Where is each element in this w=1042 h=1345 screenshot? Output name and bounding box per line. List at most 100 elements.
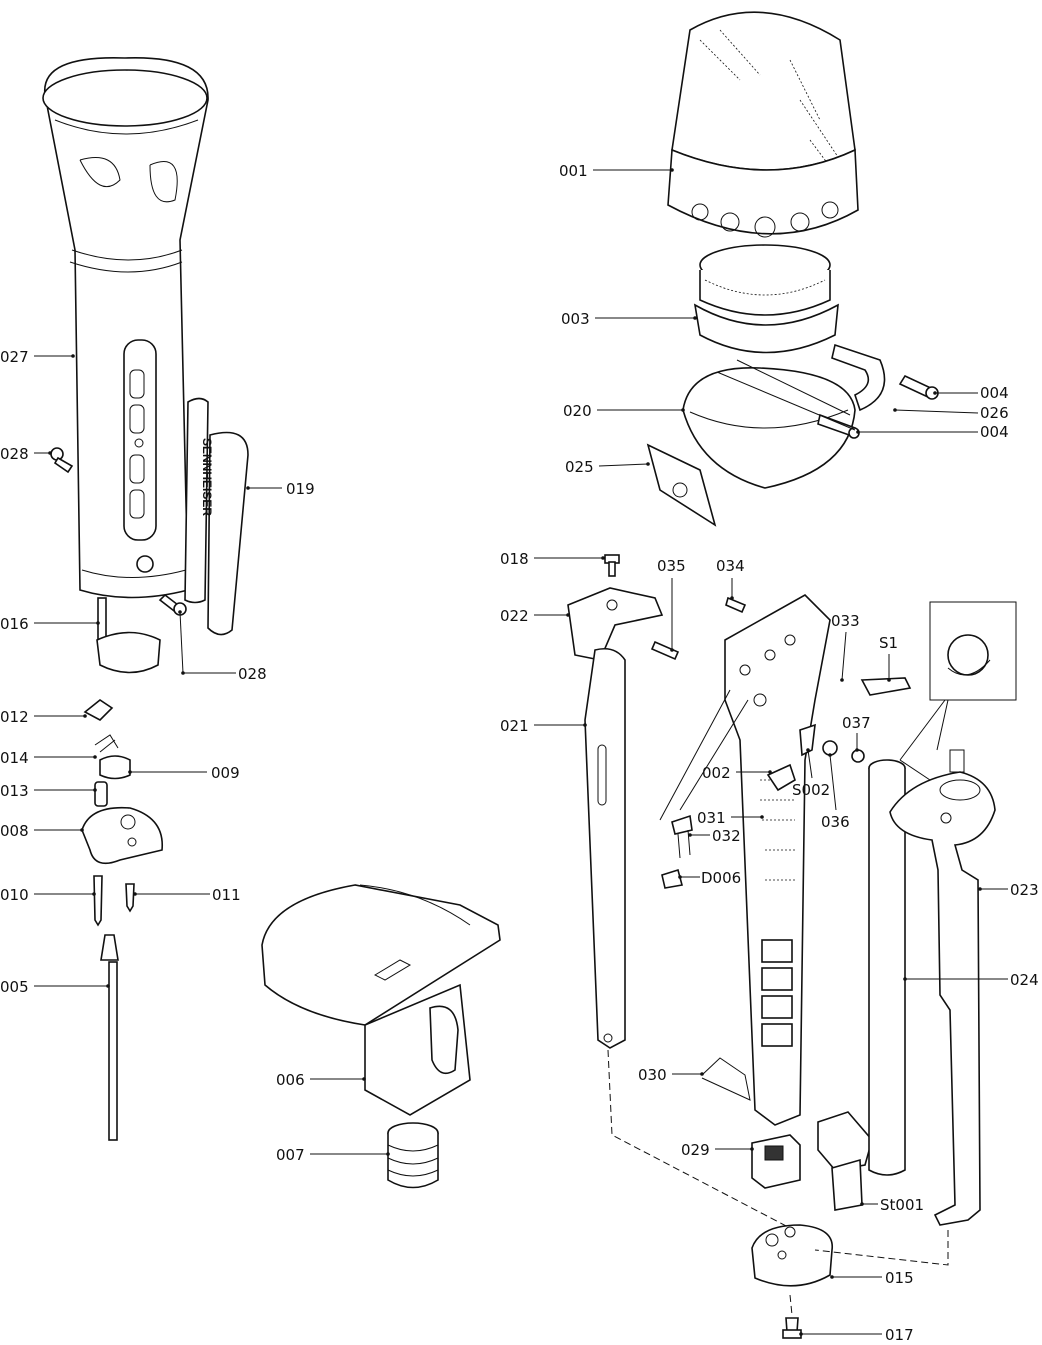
callout-022: 022 bbox=[500, 607, 529, 625]
callout-021: 021 bbox=[500, 717, 529, 735]
leader-dot bbox=[806, 748, 810, 752]
leader-dot bbox=[106, 984, 110, 988]
callout-013: 013 bbox=[0, 782, 29, 800]
top-bracket-022 bbox=[567, 587, 664, 661]
leader-dot bbox=[978, 887, 982, 891]
leader-dot bbox=[681, 408, 685, 412]
leader-dot bbox=[92, 892, 96, 896]
base-015 bbox=[751, 1224, 833, 1287]
leader-dot bbox=[566, 613, 570, 617]
switch-cover-019: SENNHEISER bbox=[184, 397, 249, 636]
pin-013 bbox=[94, 781, 108, 807]
callout-033: 033 bbox=[831, 612, 860, 630]
leader-dot bbox=[903, 977, 907, 981]
callout-035: 035 bbox=[657, 557, 686, 575]
callout-011: 011 bbox=[212, 886, 241, 904]
leader-dot bbox=[855, 748, 859, 752]
callout-019: 019 bbox=[286, 480, 315, 498]
xlr-socket-St001 bbox=[817, 1111, 873, 1211]
leader-dot bbox=[730, 596, 734, 600]
contact-spring-012-014 bbox=[83, 699, 119, 753]
callout-029: 029 bbox=[681, 1141, 710, 1159]
leader-dot bbox=[828, 753, 832, 757]
leader-dot bbox=[128, 770, 132, 774]
leader-line bbox=[829, 754, 837, 811]
leader-dot bbox=[93, 755, 97, 759]
leader-dot bbox=[386, 1152, 390, 1156]
magnet-009 bbox=[99, 755, 131, 780]
connector-029 bbox=[751, 1134, 801, 1189]
leader-dot bbox=[933, 391, 937, 395]
leader-dot bbox=[688, 833, 692, 837]
callout-024: 024 bbox=[1010, 971, 1039, 989]
leader-dot bbox=[646, 462, 650, 466]
leader-dot bbox=[246, 486, 250, 490]
pcb-031 bbox=[724, 594, 831, 1126]
callout-017: 017 bbox=[885, 1326, 914, 1344]
screw-028 bbox=[50, 447, 187, 616]
callout-012: 012 bbox=[0, 708, 29, 726]
switch-bracket-016 bbox=[96, 597, 161, 674]
leader-line bbox=[841, 631, 847, 681]
callout-009: 009 bbox=[211, 764, 240, 782]
callout-D006: D006 bbox=[701, 869, 741, 887]
callout-018: 018 bbox=[500, 550, 529, 568]
callout-016: 016 bbox=[0, 615, 29, 633]
callout-007: 007 bbox=[276, 1146, 305, 1164]
small-components bbox=[650, 596, 912, 889]
leader-dot bbox=[860, 1202, 864, 1206]
leader-dot bbox=[693, 316, 697, 320]
leader-dot bbox=[830, 1275, 834, 1279]
callout-028-upper: 028 bbox=[0, 445, 29, 463]
cover-plate-025 bbox=[646, 443, 717, 527]
clip-026 bbox=[831, 343, 886, 412]
callout-032: 032 bbox=[712, 827, 741, 845]
assembly-lines bbox=[607, 359, 949, 1316]
leader-dot bbox=[700, 1072, 704, 1076]
callout-030: 030 bbox=[638, 1066, 667, 1084]
side-bracket-023 bbox=[889, 749, 996, 1226]
leader-dot bbox=[678, 875, 682, 879]
leader-dot bbox=[178, 610, 182, 614]
detail-inset bbox=[899, 601, 1017, 781]
callout-015: 015 bbox=[885, 1269, 914, 1287]
chassis-021 bbox=[584, 647, 626, 1049]
stand-clamp-006 bbox=[261, 884, 501, 1116]
capsule-insert-003 bbox=[693, 244, 839, 354]
leader-dot bbox=[670, 168, 674, 172]
callout-037: 037 bbox=[842, 714, 871, 732]
callout-031: 031 bbox=[697, 809, 726, 827]
leader-line bbox=[894, 409, 979, 414]
leader-dot bbox=[362, 1077, 366, 1081]
leader-dot bbox=[93, 788, 97, 792]
leader-dot bbox=[80, 828, 84, 832]
cable-005 bbox=[100, 934, 119, 1141]
leader-line bbox=[807, 749, 813, 779]
callout-labels: 001 003 004 026 004 020 025 027 028 019 … bbox=[0, 162, 1039, 1344]
screw-018 bbox=[604, 554, 620, 577]
holder-008 bbox=[81, 806, 163, 865]
leader-dot bbox=[48, 451, 52, 455]
callout-020: 020 bbox=[563, 402, 592, 420]
leader-dot bbox=[760, 815, 764, 819]
tube-024 bbox=[868, 759, 906, 1176]
leader-line bbox=[598, 463, 649, 467]
capsule-basket-020 bbox=[682, 367, 856, 489]
callout-026: 026 bbox=[980, 404, 1009, 422]
leader-dot bbox=[893, 408, 897, 412]
leader-dot bbox=[840, 678, 844, 682]
leader-dot bbox=[71, 354, 75, 358]
callout-010: 010 bbox=[0, 886, 29, 904]
leader-line bbox=[179, 611, 184, 674]
thread-adapter-007 bbox=[387, 1122, 439, 1189]
callout-004-lower: 004 bbox=[980, 423, 1009, 441]
screws-010-011 bbox=[93, 875, 135, 927]
callout-014: 014 bbox=[0, 749, 29, 767]
leader-dot bbox=[670, 648, 674, 652]
leader-dot bbox=[768, 770, 772, 774]
callout-023: 023 bbox=[1010, 881, 1039, 899]
leader-dot bbox=[133, 892, 137, 896]
callout-003: 003 bbox=[561, 310, 590, 328]
callout-005: 005 bbox=[0, 978, 29, 996]
